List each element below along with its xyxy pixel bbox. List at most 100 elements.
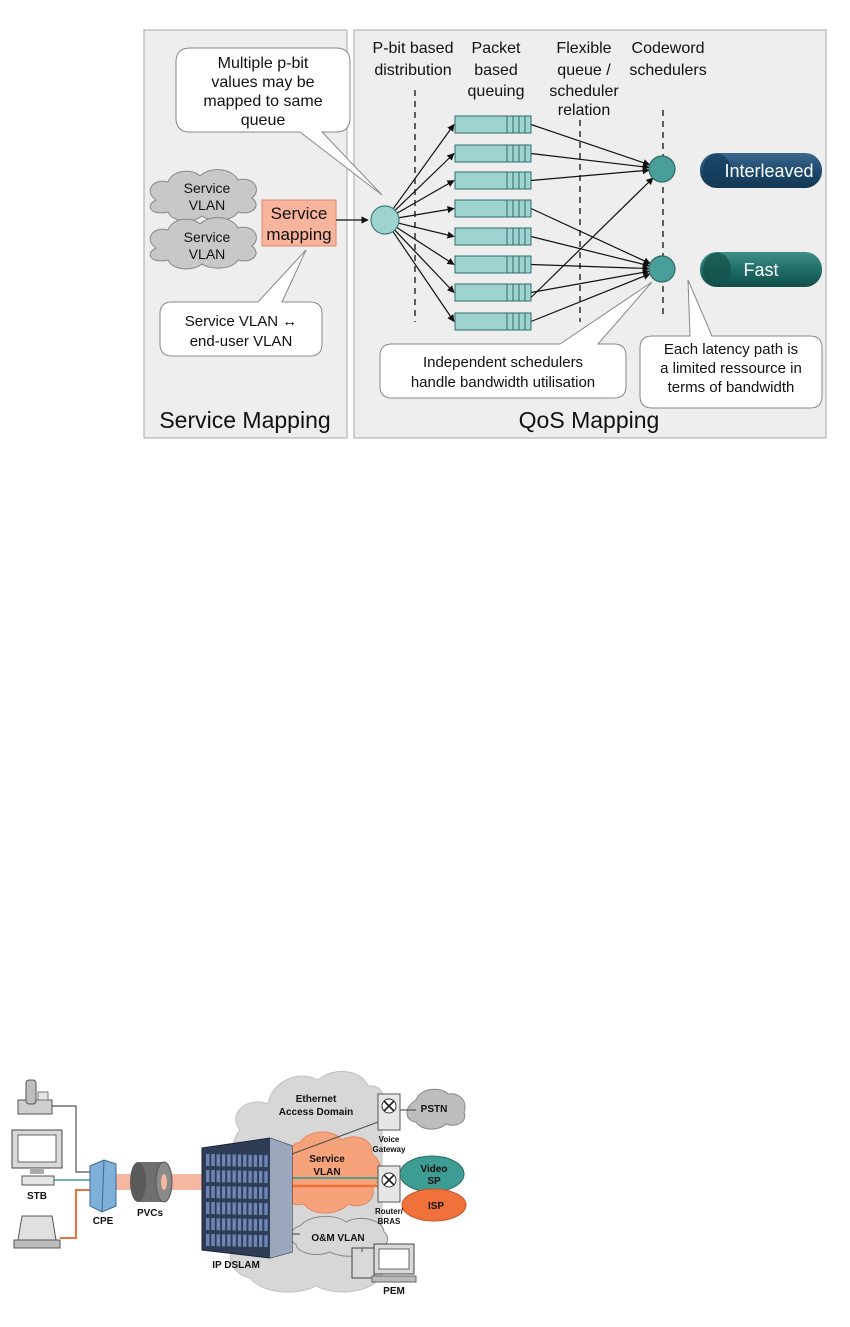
ip-dslam-label: IP DSLAM	[212, 1260, 260, 1271]
callout-vlan-mapping: Service VLAN ↔ end-user VLAN	[159, 249, 323, 357]
dslam-slot	[264, 1235, 268, 1248]
dslam-slot	[237, 1154, 242, 1167]
router-bras-line-2: BRAS	[378, 1217, 401, 1226]
dslam-slot	[206, 1202, 210, 1214]
fan-arrow-queue-7	[394, 229, 455, 294]
cpe-device-icon	[89, 1159, 117, 1213]
dslam-slot	[211, 1170, 215, 1183]
dslam-slot	[232, 1186, 236, 1199]
dslam-slot	[237, 1202, 242, 1215]
queue-8	[454, 312, 532, 331]
queue-6	[454, 255, 532, 274]
dslam-slot	[221, 1154, 226, 1167]
voice-gateway-line-1: Voice	[379, 1135, 400, 1144]
scheduler-node-fast	[648, 255, 676, 283]
dslam-slot	[216, 1202, 220, 1215]
header-pbit-distribution-2: distribution	[374, 62, 451, 79]
dslam-slot	[206, 1154, 210, 1166]
video-sp-line-1: Video	[420, 1164, 447, 1175]
dslam-slot	[259, 1203, 263, 1215]
dslam-slot	[264, 1219, 268, 1232]
dslam-slot	[227, 1218, 231, 1231]
latency-fast-label: Fast	[743, 260, 778, 280]
dslam-slot	[211, 1234, 215, 1247]
callout-latency-line-1: Each latency path is	[664, 341, 798, 358]
callout-schedulers-line-2: handle bandwidth utilisation	[411, 374, 595, 391]
queue-6-to-scheduler	[530, 263, 650, 272]
router-bras-line-1: Router/	[375, 1207, 404, 1216]
callout-pbit-line-4: queue	[241, 112, 286, 129]
header-flexible-relation-4: relation	[558, 102, 610, 119]
dslam-slot	[237, 1170, 242, 1183]
pvcs-cylinder-icon	[130, 1161, 173, 1203]
fan-arrow-queue-8	[392, 231, 455, 323]
service-vlan-line-1: Service	[309, 1154, 345, 1165]
scheduler-node-interleaved	[648, 155, 676, 183]
callout-pbit-values: Multiple p-bit values may be mapped to s…	[175, 47, 383, 196]
dslam-slot	[227, 1186, 231, 1199]
dslam-slot	[259, 1155, 263, 1167]
dslam-slot	[253, 1186, 258, 1199]
desktop-monitor-icon	[11, 1129, 63, 1174]
cloud-2-line-2: VLAN	[189, 246, 226, 262]
ip-dslam-icon	[201, 1137, 293, 1259]
cloud-1-line-1: Service	[184, 180, 231, 196]
network-figure: Ethernet Access Domain Service VLAN O&M …	[11, 1070, 467, 1297]
dslam-slot	[243, 1154, 247, 1167]
dslam-slot	[253, 1218, 258, 1231]
dslam-slot	[206, 1186, 210, 1198]
wire-phone-cpe	[52, 1105, 92, 1173]
dslam-slot	[216, 1186, 220, 1199]
dslam-slot	[248, 1202, 252, 1215]
dslam-slot	[216, 1234, 220, 1247]
queue-7-to-scheduler	[530, 268, 650, 294]
queue-1	[454, 115, 532, 134]
queue-5	[454, 227, 532, 246]
dslam-slot	[216, 1218, 220, 1231]
dslam-slot	[227, 1202, 231, 1215]
qos-link-group	[392, 123, 654, 323]
dslam-slot	[232, 1202, 236, 1215]
dslam-slot	[221, 1170, 226, 1183]
link-dslam-voice-gateway	[291, 1121, 379, 1155]
voice-gateway-icon	[377, 1093, 401, 1131]
queue-1-to-scheduler	[530, 123, 651, 167]
dslam-slot	[237, 1234, 242, 1247]
stb-icon	[21, 1175, 55, 1186]
header-codeword-schedulers-2: schedulers	[629, 62, 706, 79]
voice-gateway-line-2: Gateway	[373, 1145, 406, 1154]
dslam-slot	[237, 1186, 242, 1199]
dslam-slot	[243, 1202, 247, 1215]
dslam-slot	[248, 1234, 252, 1247]
callout-pbit-line-2: values may be	[211, 74, 314, 91]
dslam-slot	[253, 1202, 258, 1215]
dslam-slot	[237, 1218, 242, 1231]
stb-label: STB	[27, 1191, 47, 1202]
callout-pbit-line-3: mapped to same	[203, 93, 322, 110]
latency-path-fast: Fast	[700, 252, 822, 287]
header-codeword-schedulers-1: Codeword	[632, 40, 705, 57]
fan-arrow-queue-2	[394, 152, 455, 211]
pem-label: PEM	[383, 1286, 405, 1297]
callout-latency-path: Each latency path is a limited ressource…	[639, 279, 823, 409]
dslam-slot	[264, 1155, 268, 1168]
dslam-slot	[232, 1170, 236, 1183]
latency-interleaved-label: Interleaved	[724, 161, 813, 181]
header-flexible-relation-1: Flexible	[556, 40, 611, 57]
dslam-slot	[206, 1218, 210, 1230]
isp-label: ISP	[428, 1201, 444, 1212]
service-mapping-box	[261, 199, 337, 247]
distribution-node	[370, 205, 400, 235]
service-mapping-panel-title: Service Mapping	[159, 407, 330, 433]
dslam-slot	[227, 1170, 231, 1183]
dslam-slot	[259, 1171, 263, 1183]
latency-path-interleaved: Interleaved	[700, 153, 822, 188]
dslam-slot	[211, 1154, 215, 1167]
qos-mapping-figure: Service Mapping QoS Mapping P-bit based …	[143, 29, 827, 439]
phone-icon	[17, 1079, 53, 1115]
dslam-slot	[248, 1154, 252, 1167]
pstn-cloud	[406, 1088, 466, 1130]
dslam-slot	[216, 1154, 220, 1167]
callout-vlan-line-1: Service VLAN ↔	[185, 313, 298, 330]
queue-3	[454, 171, 532, 190]
